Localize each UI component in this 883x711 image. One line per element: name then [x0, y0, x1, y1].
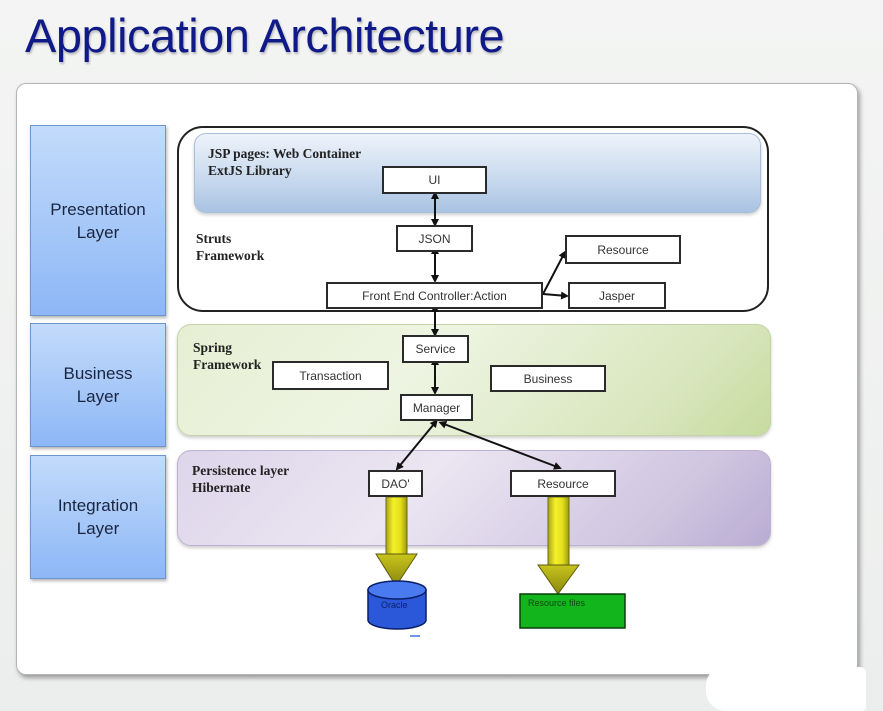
resource-files-box [519, 593, 626, 629]
persistence-label-1: Persistence layer [192, 463, 290, 478]
transaction-box: Transaction [272, 361, 389, 390]
ui-box: UI [382, 166, 487, 194]
business-box: Business [490, 365, 606, 392]
struts-label: Struts Framework [196, 230, 264, 264]
front-end-controller-box: Front End Controller:Action [326, 282, 543, 309]
integration-layer-label-2: Layer [76, 519, 120, 538]
json-box: JSON [396, 225, 473, 252]
arrow-manager-resource [438, 420, 562, 470]
struts-label-1: Struts [196, 231, 232, 246]
presentation-layer-label-2: Layer [76, 222, 120, 242]
integration-layer-label-1: Integration [57, 496, 139, 515]
resource-files-label: Resource files [528, 598, 586, 608]
oracle-label: Oracle [381, 600, 408, 610]
business-layer-label-2: Layer [76, 387, 120, 406]
spring-label: Spring Framework [193, 339, 261, 373]
persistence-label: Persistence layer Hibernate [192, 462, 289, 496]
dao-box: DAO' [368, 470, 423, 497]
yellow-arrow-dao-oracle [375, 496, 418, 587]
yellow-arrow-resource-files [537, 496, 580, 595]
arrow-manager-dao [395, 419, 438, 471]
struts-label-2: Framework [196, 248, 265, 263]
spring-label-1: Spring [193, 340, 233, 355]
presentation-layer-label-1: Presentation [50, 199, 146, 219]
business-layer-label-1: Business [63, 364, 133, 383]
presentation-resource-box: Resource [565, 235, 681, 264]
web-container-label: JSP pages: Web Container ExtJS Library [208, 145, 361, 179]
oracle-database-icon [367, 580, 427, 637]
manager-box: Manager [400, 394, 473, 421]
web-container-label-1: JSP pages: Web Container [208, 146, 362, 161]
arrow-controller-jasper [542, 291, 569, 300]
persistence-label-2: Hibernate [192, 480, 251, 495]
integration-resource-box: Resource [510, 470, 616, 497]
service-box: Service [402, 335, 469, 363]
web-container-label-2: ExtJS Library [208, 163, 292, 178]
page-title: Application Architecture [25, 9, 505, 62]
jasper-box: Jasper [568, 282, 666, 309]
scribble-mark [706, 667, 866, 711]
arrow-controller-resource [542, 250, 566, 295]
spring-label-2: Framework [193, 357, 262, 372]
